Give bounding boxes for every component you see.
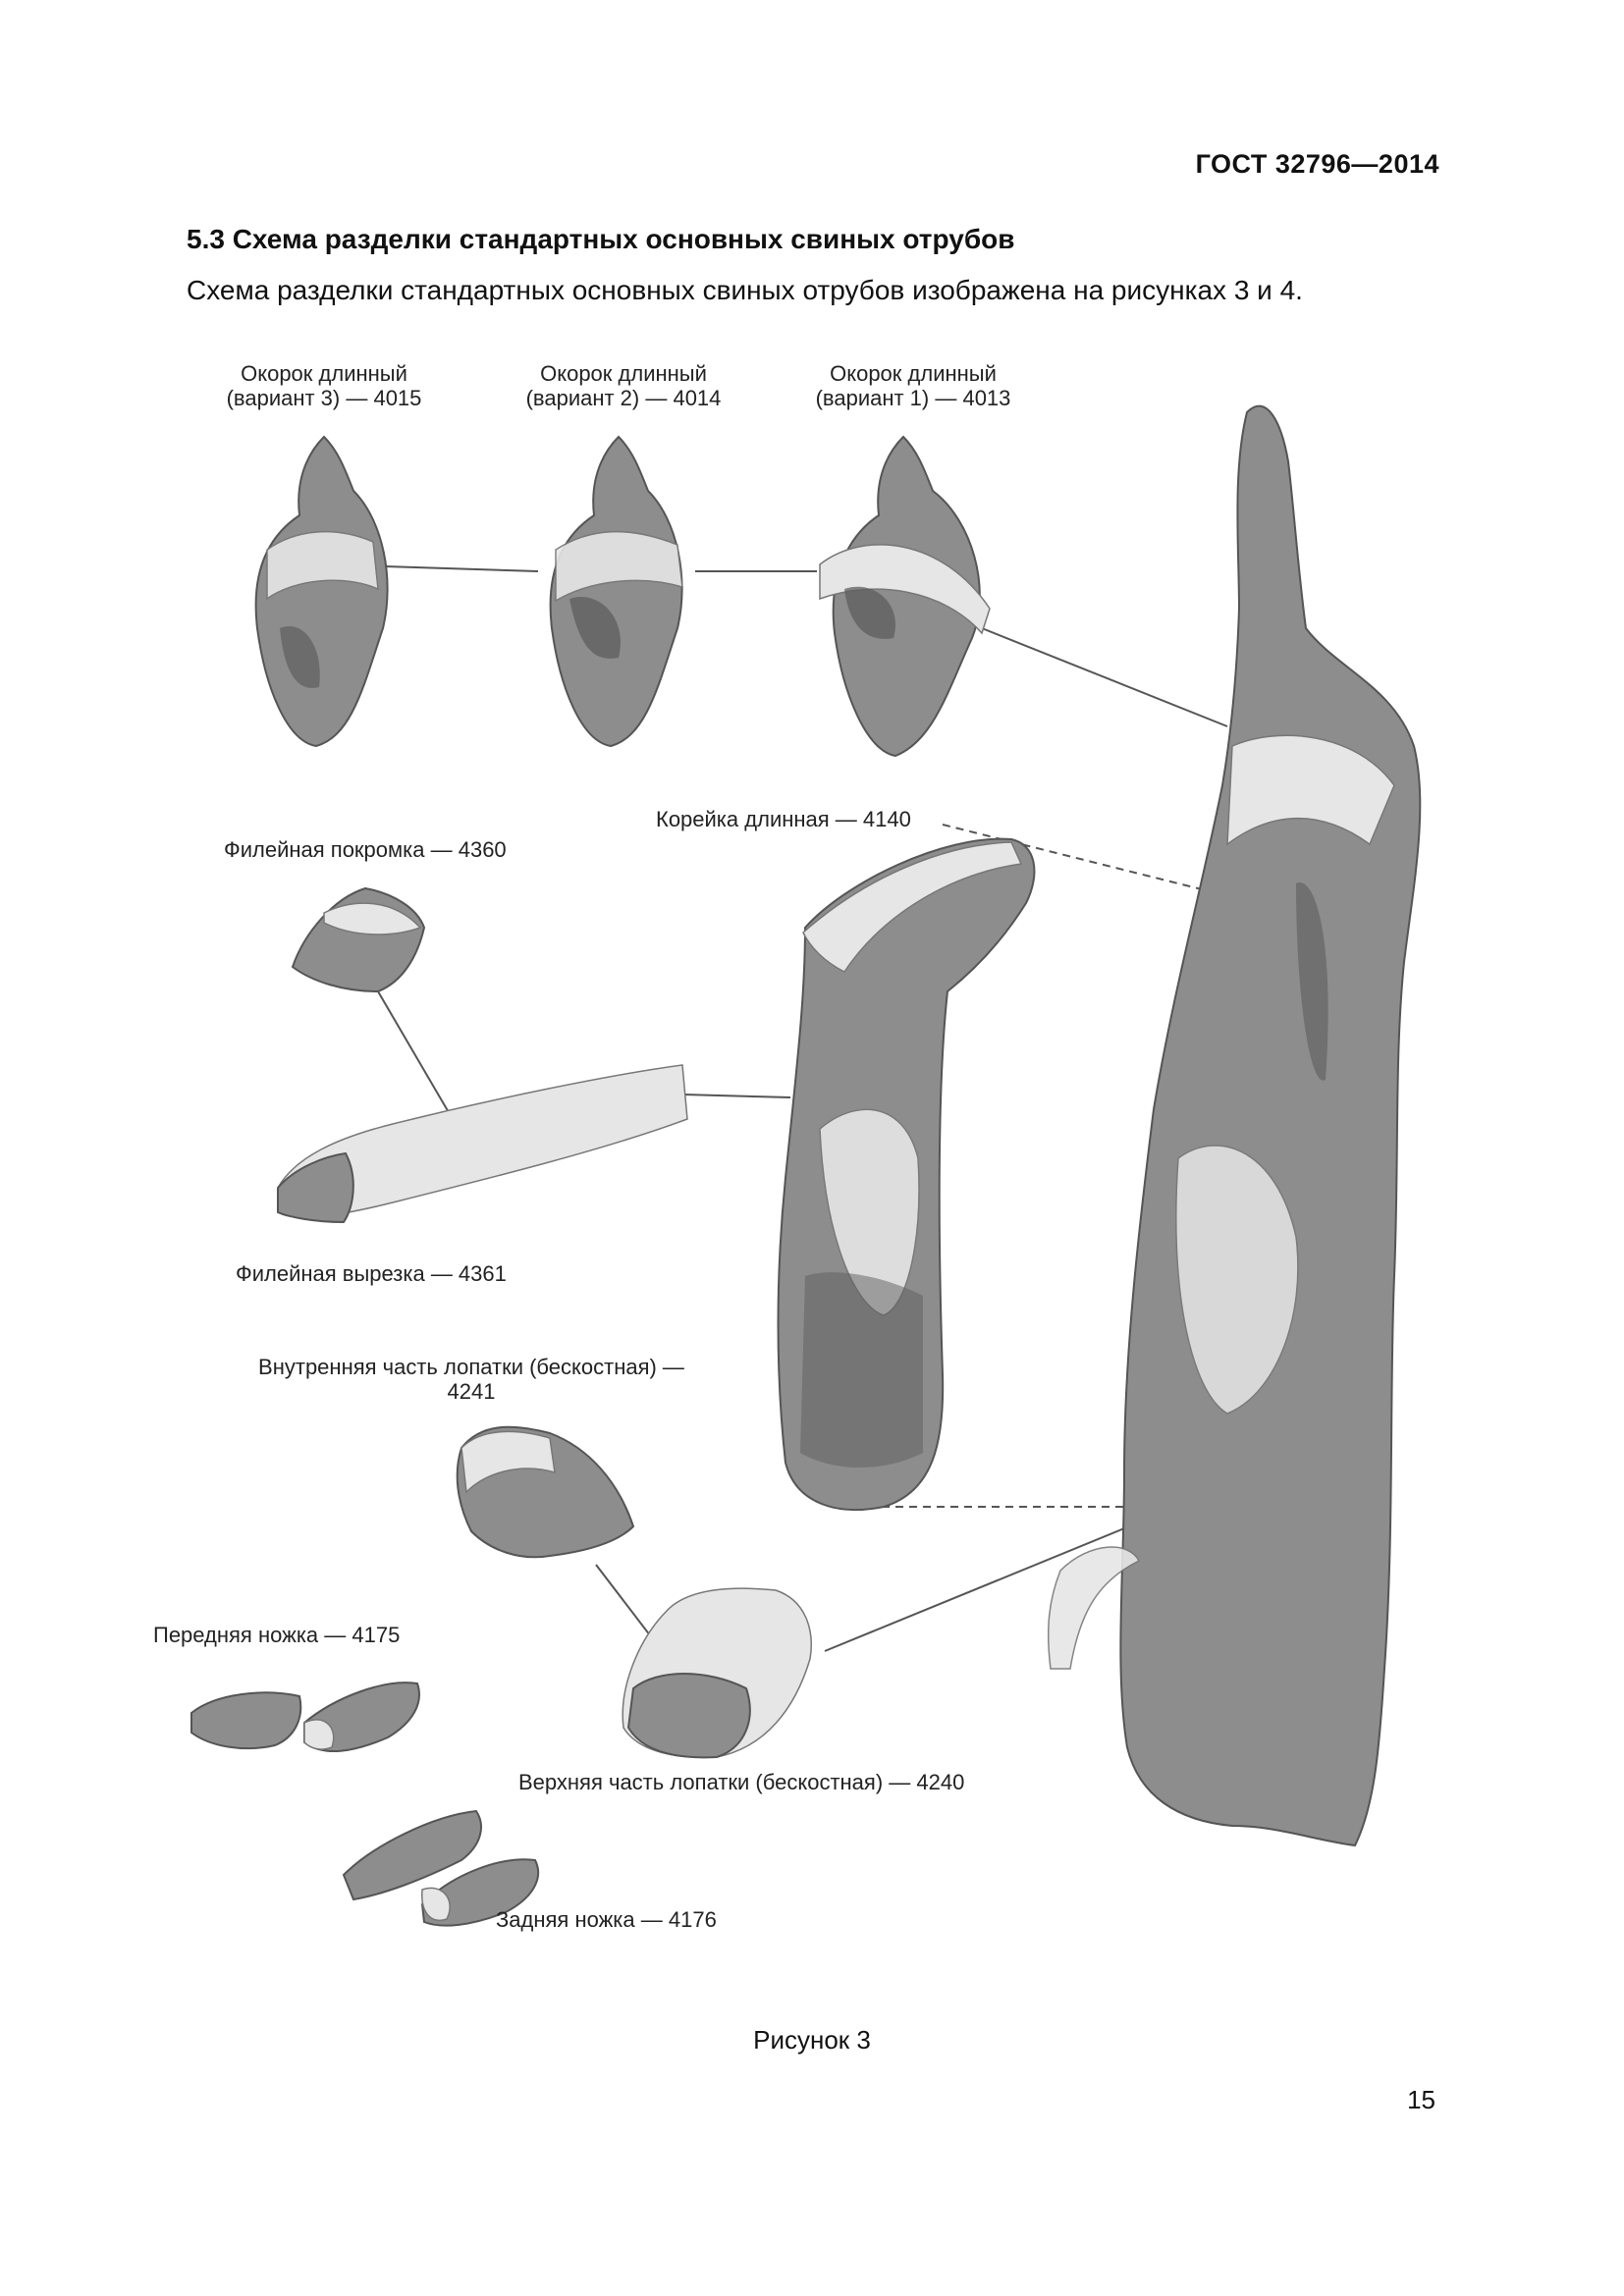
upper-shoulder-image [622,1587,812,1759]
half-carcass-image [1047,404,1422,1847]
tenderloin-image [277,1064,688,1224]
section-paragraph: Схема разделки стандартных основных свин… [187,275,1303,305]
long-loin-image [777,837,1036,1511]
label-upper-shoulder: Верхняя часть лопатки (бескостная) — 424… [518,1770,965,1794]
label-fillet-trim: Филейная покромка — 4360 [224,837,507,862]
label-ham-variant-2-line1: Окорок длинный [540,361,707,386]
ham-variant-1-image [819,435,991,758]
label-inner-shoulder: Внутренняя часть лопатки (бескостная) — … [236,1355,707,1405]
ham-variant-2-image [549,435,683,748]
label-ham-variant-3-line2: (вариант 3) — 4015 [226,386,422,411]
section-title: 5.3 Схема разделки стандартных основных … [187,224,1015,254]
label-ham-variant-1-line1: Окорок длинный [830,361,997,386]
inner-shoulder-image [456,1425,635,1559]
label-ham-variant-2-line2: (вариант 2) — 4014 [525,386,722,411]
figure-caption: Рисунок 3 [753,2025,871,2055]
label-tenderloin: Филейная вырезка — 4361 [236,1261,507,1286]
label-inner-shoulder-line2: 4241 [447,1379,496,1405]
front-shank-image [190,1682,420,1753]
label-inner-shoulder-line1: Внутренняя часть лопатки (бескостная) — [258,1355,684,1379]
ham-variant-3-image [254,435,389,748]
fillet-trim-image [291,886,426,993]
page-number: 15 [1407,2085,1435,2114]
label-ham-variant-3: Окорок длинный (вариант 3) — 4015 [216,361,432,411]
label-ham-variant-3-line1: Окорок длинный [241,361,407,386]
label-ham-variant-2: Окорок длинный (вариант 2) — 4014 [515,361,731,411]
hind-shank-image [342,1809,540,1927]
label-hind-shank: Задняя ножка — 4176 [496,1907,717,1932]
label-ham-variant-1-line2: (вариант 1) — 4013 [815,386,1011,411]
label-ham-variant-1: Окорок длинный (вариант 1) — 4013 [805,361,1021,411]
document-code: ГОСТ 32796—2014 [1195,149,1439,179]
label-front-shank: Передняя ножка — 4175 [153,1623,401,1647]
label-long-loin: Корейка длинная — 4140 [656,807,911,831]
